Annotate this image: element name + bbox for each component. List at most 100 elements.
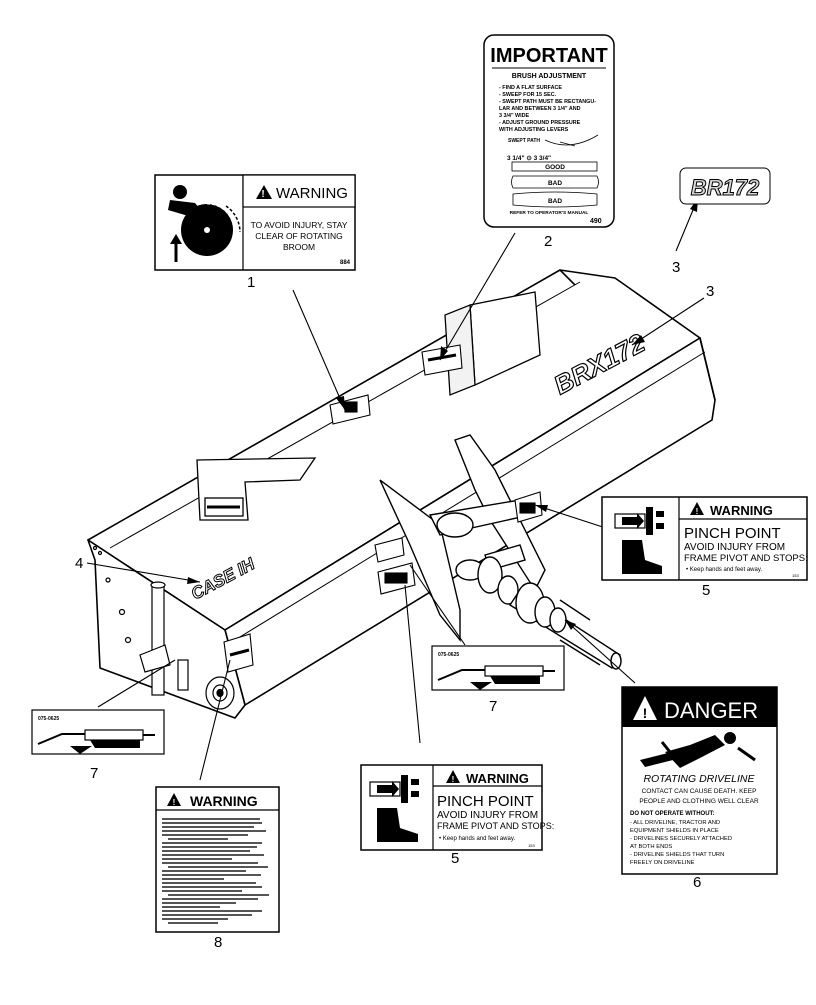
fine-print-line (162, 898, 258, 900)
decal-8-fine-print (162, 818, 269, 924)
danger-item: AT BOTH ENDS (630, 844, 672, 850)
decal-2-title: BRUSH ADJUSTMENT (512, 73, 587, 80)
danger-item: - ALL DRIVELINE, TRACTOR AND (630, 820, 720, 826)
pinch-bottom-text2: FRAME PIVOT AND STOPS: (437, 821, 554, 831)
svg-text:!: ! (173, 798, 176, 807)
decal-3-model-logo: BR172 (679, 167, 771, 205)
callout-4: 4 (75, 555, 83, 572)
hitch-frame (379, 434, 546, 642)
pinch-right-bullet: • Keep hands and feet away. (686, 567, 762, 573)
decal-2-bad-1: BAD (548, 180, 562, 187)
grease-gun-icon (437, 665, 555, 690)
fine-print-line (162, 878, 224, 880)
fine-print-line (162, 902, 236, 904)
callout-3b: 3 (706, 283, 714, 300)
pinch-bottom-header: WARNING (466, 771, 529, 786)
decal-2-bad-2: BAD (548, 198, 562, 205)
alert-triangle-icon (633, 696, 657, 720)
decal-2-range: 3 1/4" ⊙ 3 3/4" (507, 155, 551, 162)
danger-item: FREELY ON DRIVELINE (630, 860, 695, 866)
callout-6: 6 (693, 874, 701, 891)
danger-text-1: CONTACT CAN CAUSE DEATH. KEEP (642, 788, 757, 795)
pinch-pictogram (369, 775, 419, 842)
svg-text:!: ! (261, 189, 264, 200)
decal-2-step: WITH ADJUSTING LEVERS (499, 127, 569, 133)
fine-print-line (162, 918, 228, 920)
decal-1-line3: BROOM (283, 242, 315, 252)
pinch-bottom-code: 153 (528, 843, 535, 848)
fine-print-line (162, 870, 246, 872)
fine-print-line (162, 826, 254, 828)
alert-triangle-icon (167, 793, 181, 806)
decal-1-line2: CLEAR OF ROTATING (255, 231, 343, 241)
decal-2-step: 3 3/4" WIDE (499, 113, 530, 119)
decal-2-good: GOOD (545, 164, 565, 171)
alert-triangle-icon (690, 502, 704, 515)
grease-left-code: 075-0625 (38, 716, 59, 722)
danger-item: - DRIVELINES SECURELY ATTACHED (630, 836, 732, 842)
fine-print-line (162, 850, 250, 852)
center-shield (444, 291, 541, 396)
danger-item: - DRIVELINE SHIELDS THAT TURN (630, 852, 724, 858)
danger-item: EQUIPMENT SHIELDS IN PLACE (630, 828, 719, 834)
fine-print-line (168, 894, 269, 896)
decal-2-code: 490 (590, 218, 602, 225)
danger-header: DANGER (664, 698, 758, 723)
alert-triangle-icon (446, 770, 460, 783)
pinch-right-text1: AVOID INJURY FROM (684, 542, 785, 553)
decal-2-step: - ADJUST GROUND PRESSURE (499, 120, 581, 126)
decal-2-step: - FIND A FLAT SURFACE (499, 85, 562, 91)
decal-2-step: - SWEPT PATH MUST BE RECTANGU- (499, 99, 596, 105)
fine-print-line (162, 854, 264, 856)
decal-2-steps: - FIND A FLAT SURFACE - SWEEP FOR 15 SEC… (499, 85, 596, 133)
callout-5a: 5 (702, 582, 710, 599)
decal-7-grease-right: 075-0625 (431, 645, 565, 691)
rotating-broom-pictogram (168, 185, 241, 262)
fine-print-line (162, 822, 262, 824)
callout-5b: 5 (451, 850, 459, 867)
decal-2-footer: REFER TO OPERATOR'S MANUAL (510, 210, 589, 216)
decal-6-danger-driveline: ! DANGER ROTATING DRIVELINE CONTACT CAN … (621, 686, 778, 875)
installed-decals (223, 344, 543, 673)
pinch-bottom-bullet: • Keep hands and feet away. (439, 836, 515, 842)
decal-2-header: IMPORTANT (490, 45, 607, 67)
danger-title: ROTATING DRIVELINE (643, 773, 755, 785)
br172-logo-text: BR172 (691, 175, 760, 200)
fine-print-line (162, 882, 256, 884)
grease-right-code: 075-0625 (438, 652, 459, 658)
callout-8: 8 (214, 934, 222, 951)
fine-print-line (162, 818, 260, 820)
decal-5-pinch-point-bottom: ! WARNING PINCH POINT AVOID INJURY FROM … (360, 764, 554, 851)
decal-8-warning-text: ! WARNING (155, 786, 280, 933)
alert-triangle-icon (256, 185, 272, 199)
fine-print-line (162, 862, 258, 864)
decal-7-grease-left: 075-0625 (31, 709, 165, 755)
fine-print-line (162, 830, 266, 832)
leader-arrowheads (187, 198, 698, 630)
pinch-right-text2: FRAME PIVOT AND STOPS: (684, 553, 808, 564)
decal-1-warning-broom: ! WARNING TO AVOID INJURY, STAY CLEAR OF… (154, 174, 356, 271)
decal-2-step: LAR AND BETWEEN 3 1/4" AND (499, 106, 581, 112)
decal-1-header: WARNING (276, 185, 348, 202)
fine-print-line (162, 914, 252, 916)
callout-2: 2 (544, 233, 552, 250)
top-bracket (196, 457, 317, 521)
callout-7a: 7 (489, 698, 497, 715)
fine-print-line (162, 874, 261, 876)
decal-2-swept-label: SWEPT PATH (508, 138, 540, 144)
svg-text:!: ! (696, 507, 699, 516)
fine-print-line (162, 842, 262, 844)
decal-2-important: IMPORTANT BRUSH ADJUSTMENT - FIND A FLAT… (483, 34, 615, 228)
pto-driveline (509, 582, 622, 670)
decal-1-code: 884 (340, 260, 351, 266)
callout-1: 1 (247, 274, 255, 291)
grease-gun-icon (37, 729, 155, 754)
fine-print-line (162, 890, 242, 892)
danger-sub: DO NOT OPERATE WITHOUT: (630, 811, 715, 817)
pinch-right-code: 153 (792, 573, 799, 578)
fine-print-line (162, 906, 220, 908)
pinch-bottom-title: PINCH POINT (437, 793, 534, 810)
pinch-right-header: WARNING (710, 503, 773, 518)
entanglement-pictogram (640, 732, 756, 768)
fine-print-line (162, 858, 232, 860)
